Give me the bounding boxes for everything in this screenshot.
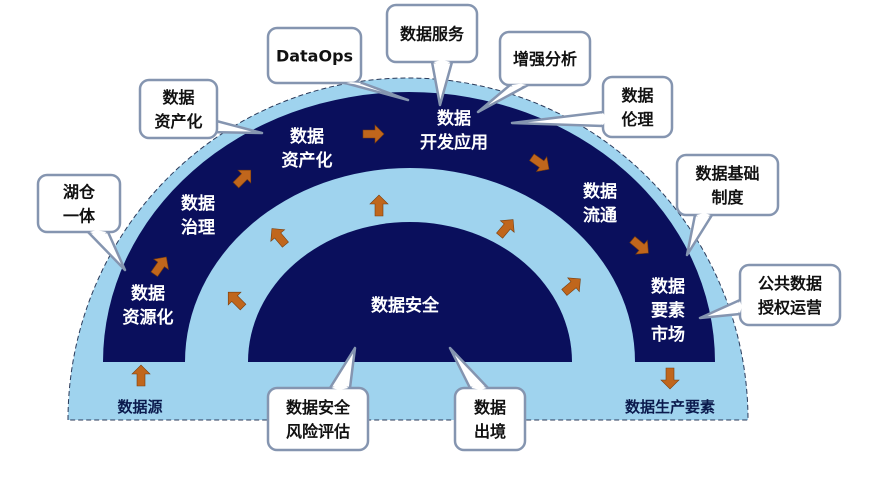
callout-text-public-line: 授权运营 — [758, 298, 822, 317]
callout-text-augmented-line: 增强分析 — [513, 50, 577, 69]
stage-asset-line: 资产化 — [282, 150, 333, 171]
stage-circulation-line: 数据 — [583, 181, 617, 202]
callout-text-public-line: 公共数据 — [758, 274, 822, 293]
stage-governance: 数据治理 — [181, 193, 215, 238]
stage-market-line: 要素 — [651, 301, 685, 321]
flow-arrow-icon — [270, 228, 289, 248]
stage-security: 数据安全 — [371, 295, 440, 316]
flow-arrow-icon — [561, 277, 581, 296]
callout-text-risk-line: 风险评估 — [286, 422, 350, 441]
stage-circulation-line: 流通 — [583, 205, 617, 226]
stage-governance-line: 数据 — [181, 193, 215, 214]
callout-text-service-line: 数据服务 — [400, 25, 465, 44]
stage-market-line: 数据 — [651, 276, 685, 297]
callout-text-crossborder: 数据出境 — [474, 398, 506, 441]
callout-text-dataops: DataOps — [276, 47, 353, 66]
callout-crossborder: 数据出境 — [448, 346, 527, 452]
callout-text-crossborder-line: 数据 — [474, 398, 506, 417]
label-production-factor: 数据生产要素 — [625, 398, 715, 416]
flow-arrow-icon — [227, 291, 247, 311]
callout-box — [498, 30, 592, 87]
callout-text-lakehouse: 湖仓一体 — [63, 183, 96, 226]
stage-market: 数据要素市场 — [651, 276, 685, 345]
flow-arrow-icon — [150, 256, 169, 277]
callout-box — [453, 386, 527, 452]
callout-text-ethics: 数据伦理 — [621, 86, 653, 129]
stage-circulation: 数据流通 — [583, 181, 617, 226]
callout-text-asset-line: 资产化 — [154, 112, 202, 131]
stage-asset-line: 数据 — [290, 126, 324, 147]
callout-text-institution-line: 数据基础 — [695, 164, 759, 183]
stage-governance-line: 治理 — [181, 217, 215, 238]
flow-arrow-icon — [496, 219, 515, 239]
callout-text-crossborder-line: 出境 — [474, 422, 506, 441]
callout-text-risk-line: 数据安全 — [286, 398, 351, 417]
callout-text-lakehouse-line: 湖仓 — [63, 183, 96, 202]
callout-public: 公共数据授权运营 — [698, 263, 842, 327]
callout-augmented: 增强分析 — [476, 30, 592, 114]
callout-box — [36, 173, 122, 234]
flow-arrow-icon — [629, 236, 649, 255]
callout-text-augmented: 增强分析 — [513, 50, 577, 69]
label-data-source: 数据源 — [117, 398, 162, 416]
stage-market-line: 市场 — [651, 324, 685, 345]
callout-box — [266, 26, 363, 85]
callout-box — [266, 386, 370, 452]
callout-box — [138, 78, 219, 140]
stage-asset: 数据资产化 — [282, 126, 333, 171]
stage-security-line: 数据安全 — [371, 295, 440, 316]
callout-dataops: DataOps — [266, 26, 410, 102]
callout-text-asset: 数据资产化 — [154, 88, 202, 131]
stage-development-line: 数据 — [437, 108, 471, 129]
callout-text-public: 公共数据授权运营 — [758, 274, 822, 317]
callout-text-lakehouse-line: 一体 — [63, 207, 96, 226]
stage-development: 数据开发应用 — [420, 108, 488, 153]
callout-text-institution: 数据基础制度 — [695, 164, 759, 207]
flow-arrow-icon — [232, 169, 252, 189]
callout-text-dataops-line: DataOps — [276, 47, 353, 66]
stage-resource-line: 资源化 — [123, 307, 174, 328]
flow-arrow-icon — [131, 364, 151, 387]
callout-risk: 数据安全风险评估 — [266, 346, 370, 452]
callout-box — [601, 75, 674, 139]
flow-arrow-icon — [362, 124, 385, 144]
callout-lakehouse: 湖仓一体 — [36, 173, 127, 272]
callout-asset: 数据资产化 — [138, 78, 264, 140]
flow-arrow-icon — [529, 153, 550, 172]
callout-institution: 数据基础制度 — [675, 153, 780, 257]
stage-resource: 数据资源化 — [123, 283, 174, 328]
stage-development-line: 开发应用 — [420, 132, 488, 153]
callout-ethics: 数据伦理 — [510, 75, 674, 139]
callout-text-ethics-line: 数据 — [621, 86, 653, 105]
callout-box — [738, 263, 842, 327]
callout-box — [385, 3, 479, 64]
stage-resource-line: 数据 — [131, 283, 165, 304]
callout-service: 数据服务 — [385, 3, 479, 107]
callout-box — [675, 153, 780, 217]
callout-text-ethics-line: 伦理 — [621, 110, 653, 129]
callout-text-service: 数据服务 — [400, 25, 465, 44]
flow-arrow-icon — [660, 367, 680, 390]
callout-text-asset-line: 数据 — [162, 88, 194, 107]
security-core — [248, 222, 572, 362]
flow-arrow-icon — [369, 194, 389, 217]
callout-text-risk: 数据安全风险评估 — [286, 398, 351, 441]
callout-text-institution-line: 制度 — [711, 188, 744, 207]
